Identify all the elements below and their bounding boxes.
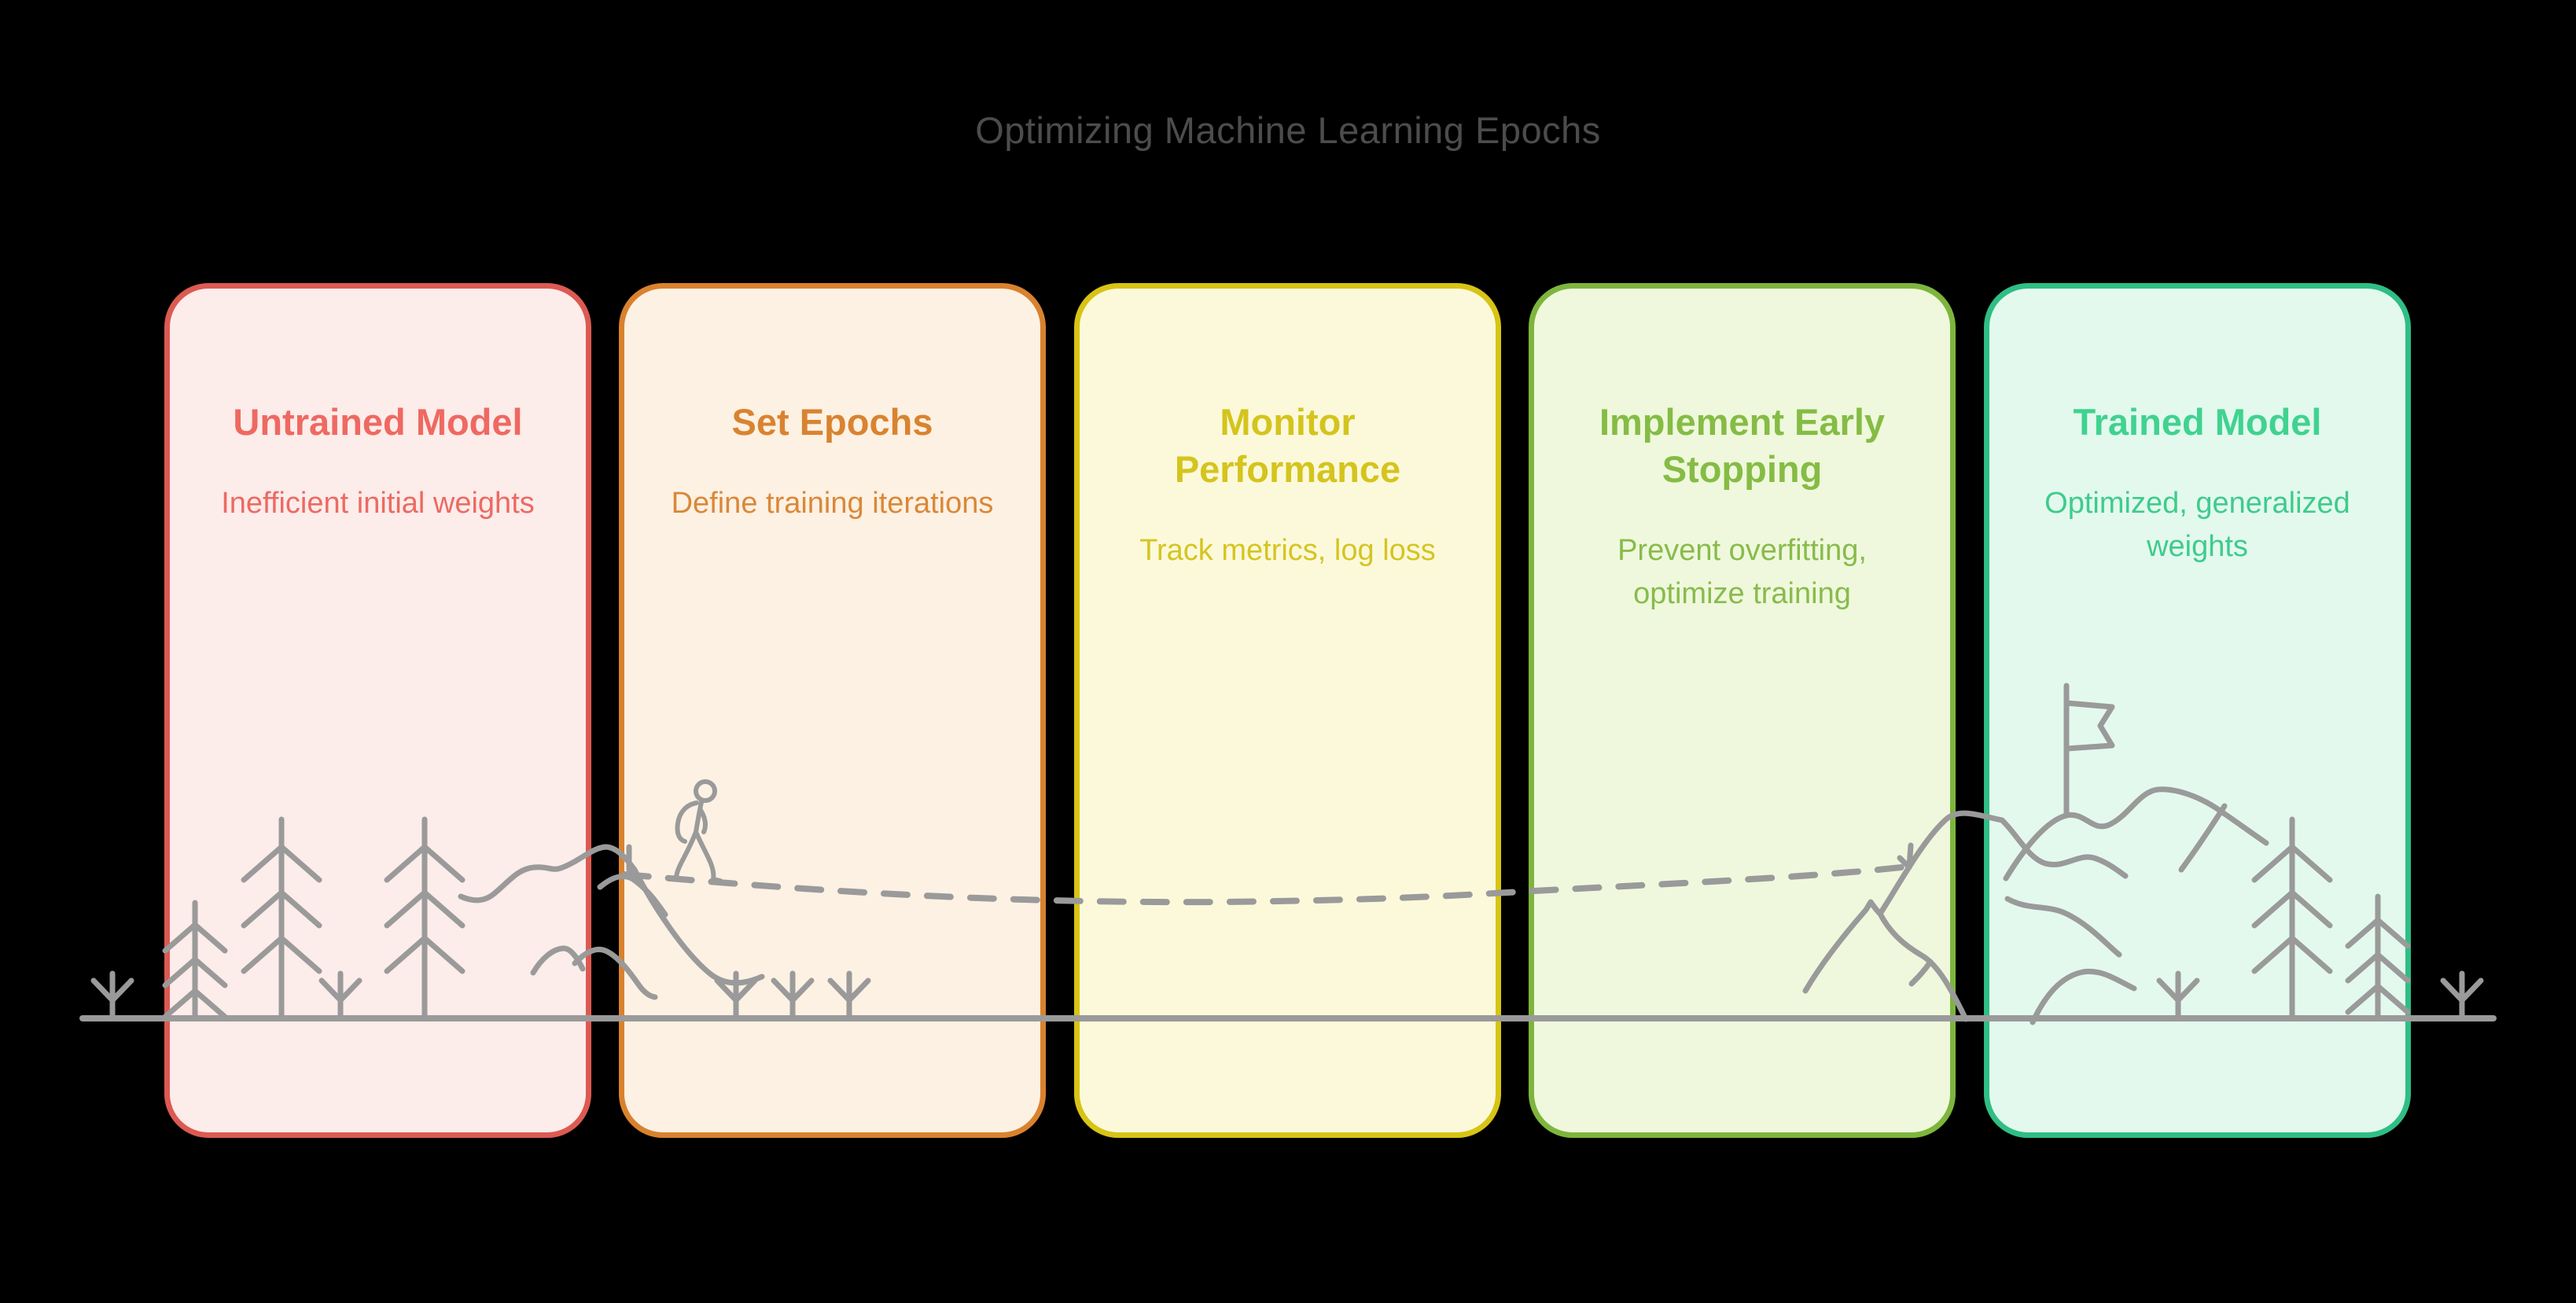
card-trained-model: Trained Model Optimized, generalized wei… — [1984, 283, 2411, 1138]
card-heading: Implement Early Stopping — [1599, 401, 1886, 491]
card-body: Prevent overfitting, optimize training — [1617, 534, 1867, 611]
card-heading: Set Epochs — [731, 401, 933, 443]
card-heading: Trained Model — [2073, 401, 2322, 443]
card-implement-early-stopping: Implement Early Stopping Prevent overfit… — [1529, 283, 1956, 1138]
card-body: Inefficient initial weights — [221, 487, 535, 521]
card-body: Optimized, generalized weights — [2044, 487, 2350, 564]
card-body: Track metrics, log loss — [1139, 534, 1436, 568]
card-monitor-performance: Monitor Performance Track metrics, log l… — [1074, 283, 1501, 1138]
card-untrained-model: Untrained Model Inefficient initial weig… — [164, 283, 591, 1138]
page-title: Optimizing Machine Learning Epochs — [975, 109, 1601, 151]
card-body: Define training iterations — [671, 487, 994, 521]
card-heading: Monitor Performance — [1174, 401, 1401, 491]
card-set-epochs: Set Epochs Define training iterations — [619, 283, 1046, 1138]
card-heading: Untrained Model — [233, 401, 523, 443]
